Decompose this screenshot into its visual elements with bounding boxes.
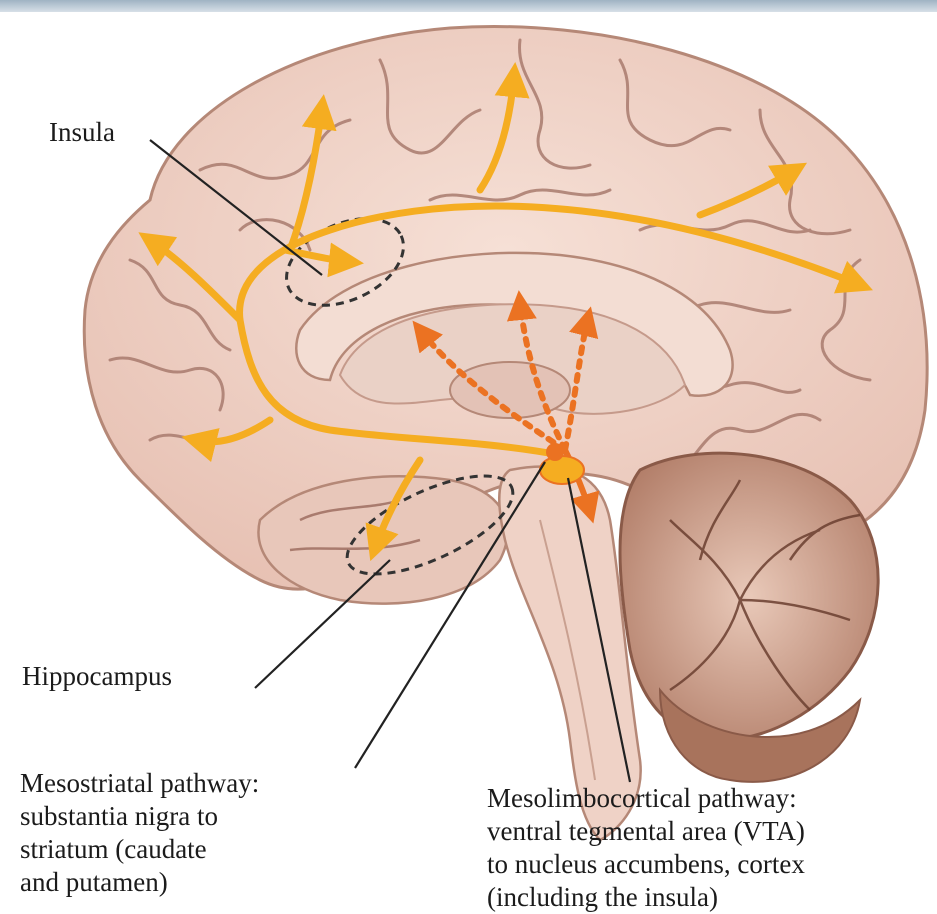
label-mesolimbocortical-pathway: Mesolimbocortical pathway: ventral tegme… xyxy=(487,782,805,914)
vta-origin xyxy=(546,443,564,461)
label-insula: Insula xyxy=(49,116,115,149)
cerebellum xyxy=(620,453,878,782)
label-hippocampus: Hippocampus xyxy=(22,660,172,693)
label-mesostriatal-pathway: Mesostriatal pathway: substantia nigra t… xyxy=(20,767,259,899)
substantia-nigra xyxy=(540,456,584,484)
